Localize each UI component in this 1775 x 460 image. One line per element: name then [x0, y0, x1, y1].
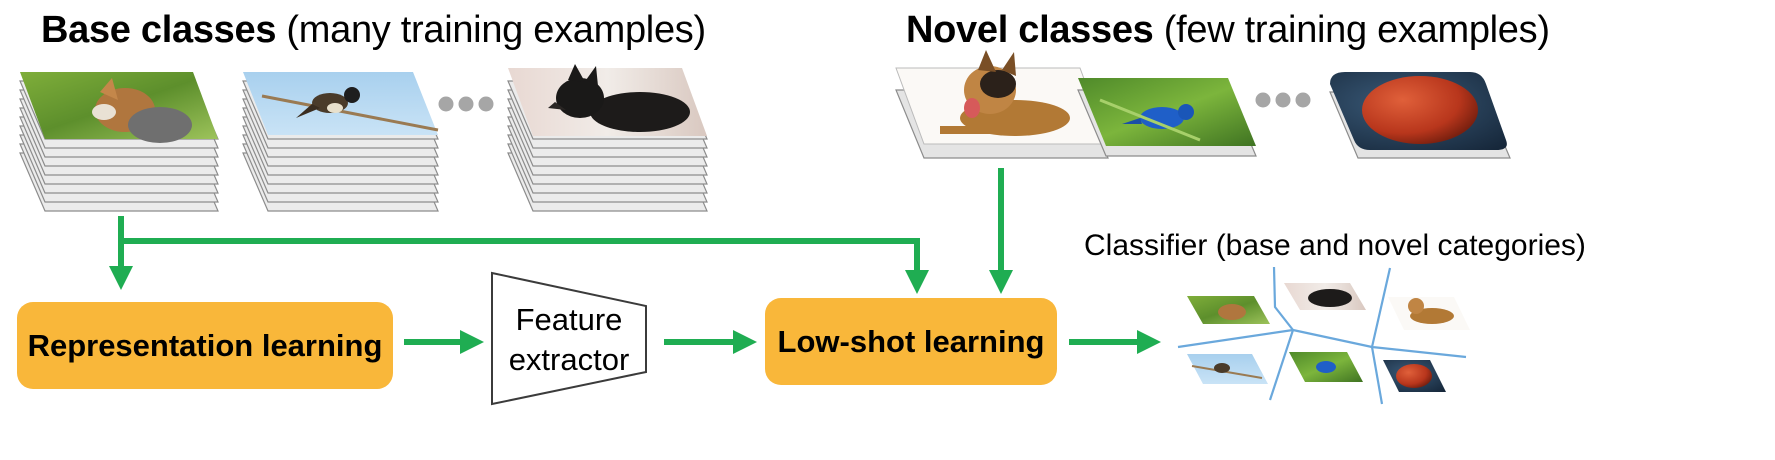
mosaic-dog-novel	[1388, 297, 1470, 330]
feature-extractor-shape	[491, 271, 647, 406]
fox-image-stack	[19, 72, 219, 212]
representation-learning-box: Representation learning	[17, 302, 393, 389]
bird-image-stack	[242, 72, 439, 212]
classifier-mosaic	[1177, 266, 1470, 405]
classifier-caption: Classifier (base and novel categories)	[1084, 229, 1586, 262]
classifier-boundaries	[1177, 266, 1467, 405]
feature-extractor-line1: Feature	[515, 302, 623, 337]
fruit-image-stack	[1329, 72, 1511, 159]
feature-extractor-line2: extractor	[508, 342, 630, 377]
arrow-base-to-lowshot	[121, 238, 920, 272]
low-shot-learning-box: Low-shot learning	[765, 298, 1057, 385]
base-heading-bold: Base classes	[41, 9, 277, 51]
base-heading-rest: (many training examples)	[276, 9, 706, 51]
novel-ellipsis	[1255, 92, 1311, 108]
mosaic-bluebird	[1289, 352, 1363, 382]
mosaic-dog	[1284, 283, 1366, 310]
dog-image-stack	[507, 64, 708, 212]
bluebird-image-stack	[1077, 78, 1257, 157]
arrow-heads	[109, 266, 1161, 354]
base-ellipsis	[438, 96, 494, 112]
novel-heading-bold: Novel classes	[906, 9, 1154, 51]
arrows	[118, 168, 1140, 345]
novel-classes-heading: Novel classes (few training examples)	[906, 9, 1550, 52]
mosaic-bird	[1187, 354, 1268, 384]
feature-extractor-label: Feature extractor	[494, 300, 644, 380]
novel-heading-rest: (few training examples)	[1153, 9, 1550, 51]
dog-novel-image-stack	[895, 50, 1109, 159]
mosaic-fruit	[1383, 360, 1446, 392]
base-classes-heading: Base classes (many training examples)	[41, 9, 706, 52]
mosaic-fox	[1187, 296, 1270, 324]
